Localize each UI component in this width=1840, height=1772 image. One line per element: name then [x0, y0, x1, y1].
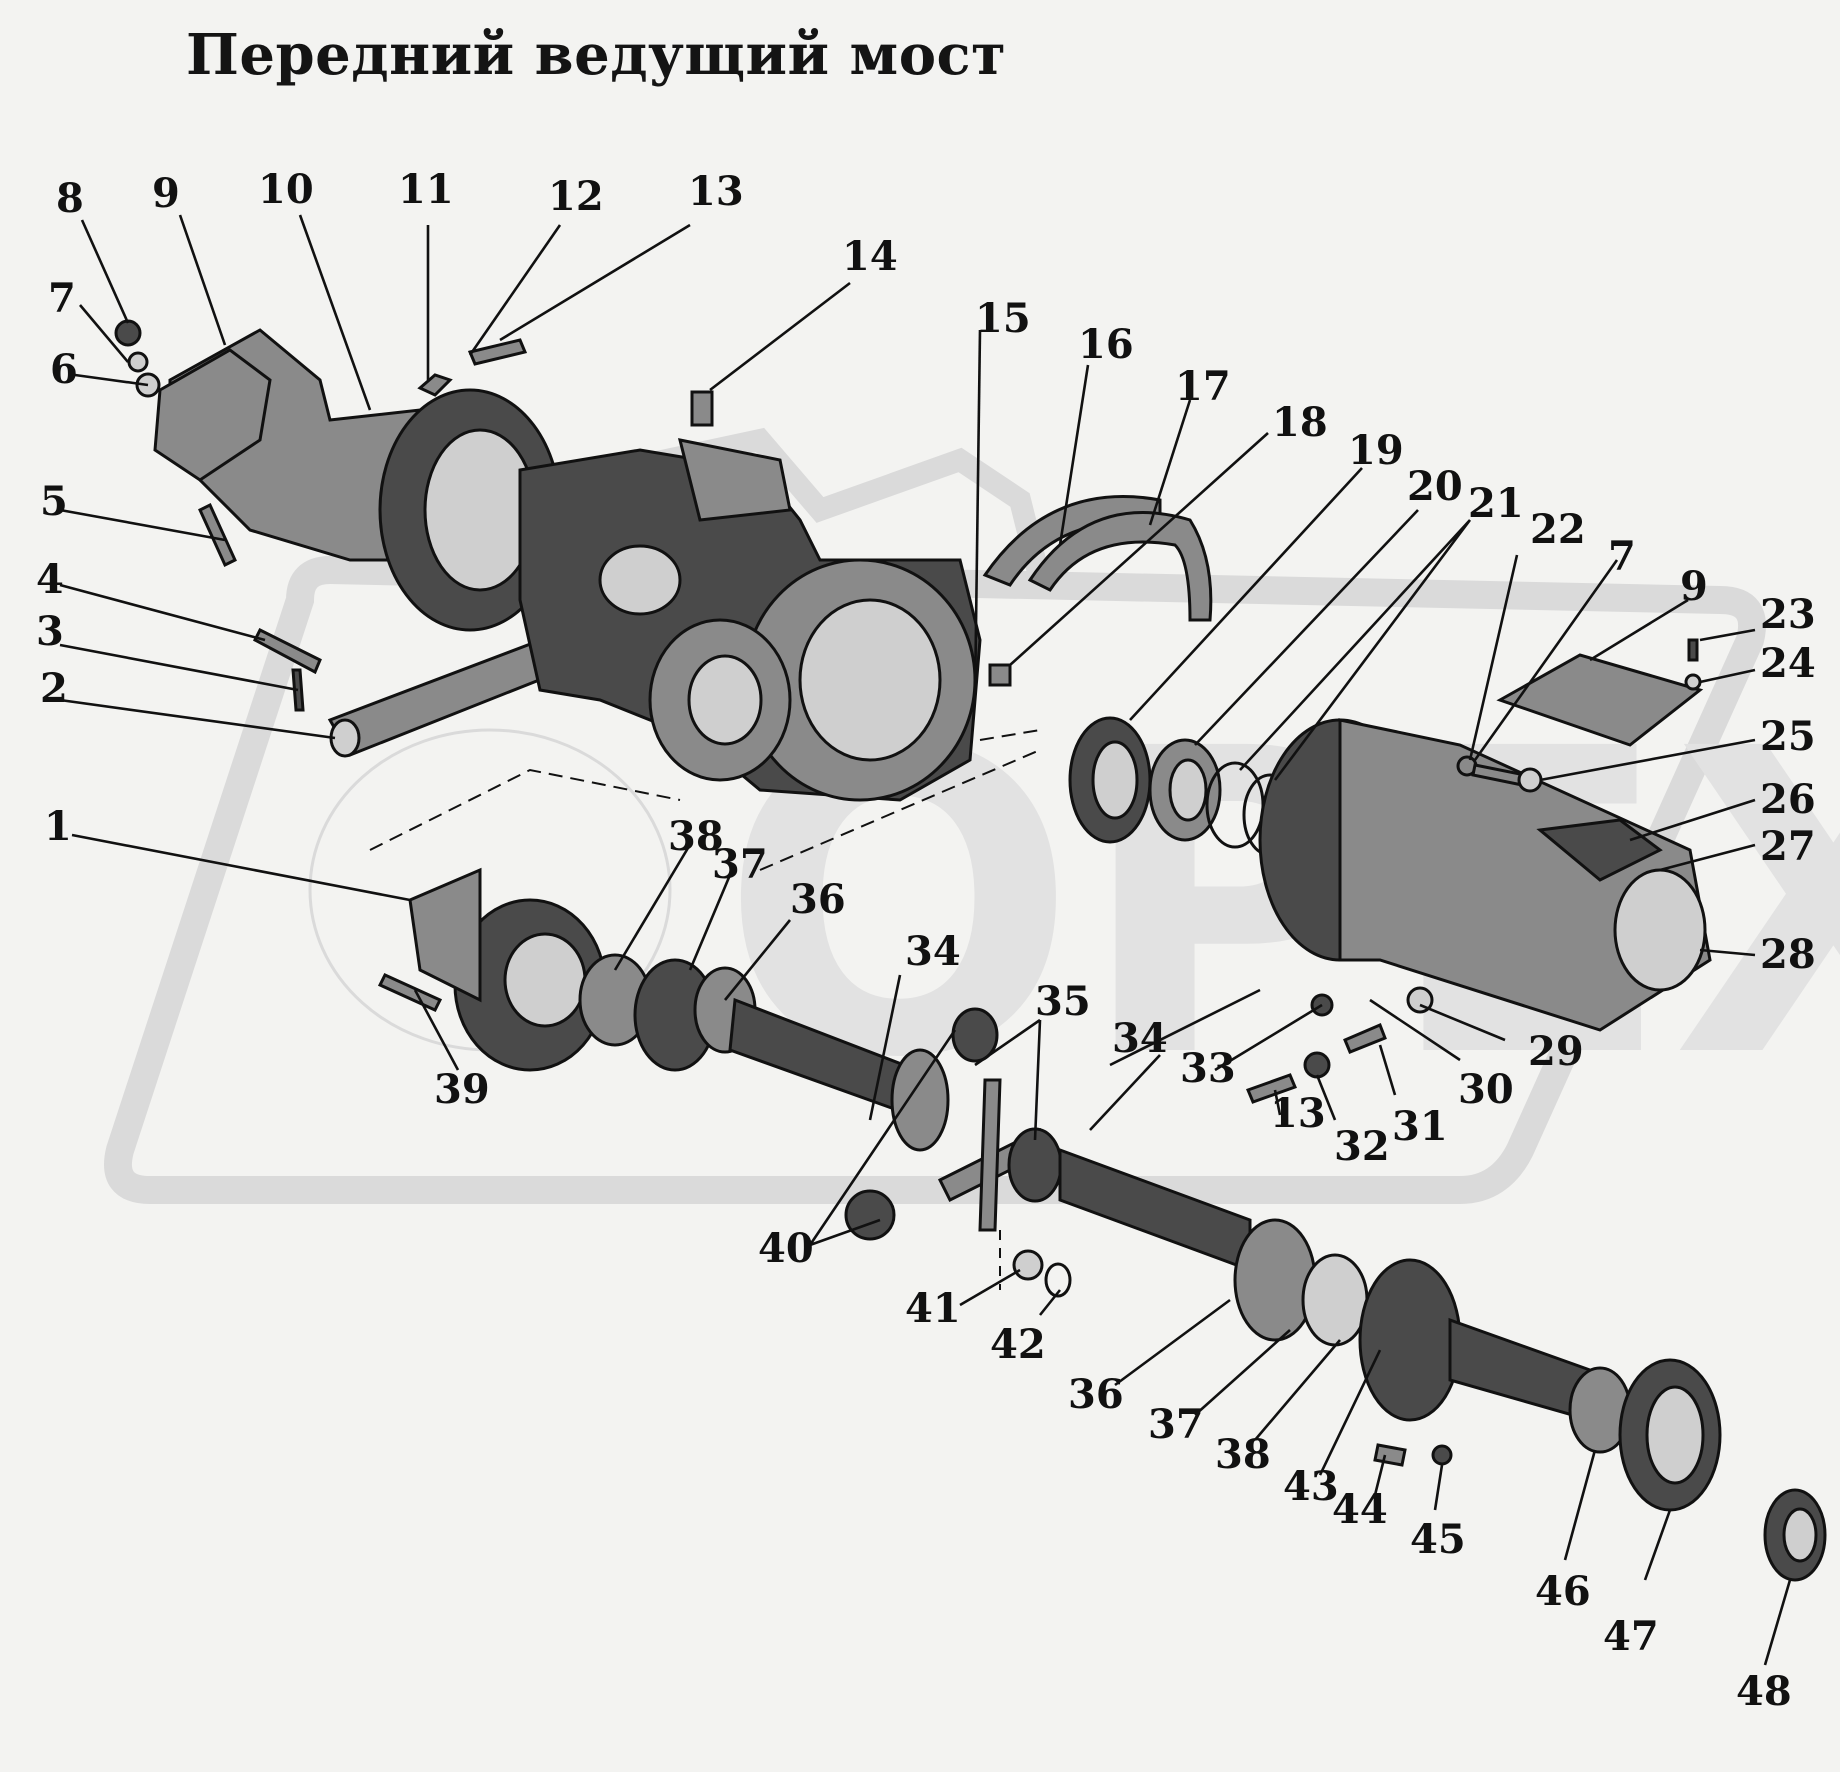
callout-13: 13: [688, 168, 744, 215]
callout-16: 16: [1078, 321, 1134, 368]
callout-19: 19: [1348, 427, 1404, 474]
left-axle-housing: [153, 328, 562, 632]
callout-12: 12: [548, 173, 604, 220]
callout-24: 24: [1760, 640, 1816, 687]
callout-39: 39: [434, 1066, 490, 1113]
callout-31: 31: [1392, 1103, 1448, 1150]
callout-28: 28: [1760, 931, 1816, 978]
callout-37-upper: 37: [712, 841, 768, 888]
callout-3: 3: [36, 608, 64, 655]
callout-6: 6: [50, 346, 78, 393]
right-axle-housing: [1258, 718, 1712, 1032]
callout-25: 25: [1760, 713, 1816, 760]
page-title: Передний ведущий мост: [186, 22, 1007, 88]
callout-38-lower: 38: [1215, 1431, 1271, 1478]
callout-43: 43: [1283, 1463, 1339, 1510]
callout-13-lower: 13: [1270, 1090, 1326, 1137]
callout-7-left: 7: [48, 275, 76, 322]
callout-44: 44: [1332, 1486, 1388, 1533]
callout-7-right: 7: [1608, 533, 1636, 580]
callout-41: 41: [905, 1285, 961, 1332]
assembly-axis-lines: [369, 729, 1041, 871]
callout-40: 40: [758, 1225, 814, 1272]
callout-22: 22: [1530, 506, 1586, 553]
callout-9-right: 9: [1680, 563, 1708, 610]
callout-2: 2: [40, 665, 68, 712]
callout-4: 4: [36, 556, 64, 603]
callout-34-upper: 34: [905, 928, 961, 975]
callout-labels: 8 9 10 11 12 13 14 15 16 17 18 19 20 21 …: [36, 166, 1816, 1715]
callout-48: 48: [1736, 1668, 1792, 1715]
callout-20: 20: [1407, 463, 1463, 510]
callout-17: 17: [1175, 363, 1231, 410]
right-cover-plate: [1496, 653, 1704, 747]
differential-spider: [844, 1007, 1072, 1298]
callout-10: 10: [258, 166, 314, 213]
callout-26: 26: [1760, 776, 1816, 823]
callout-38-upper: 38: [668, 813, 724, 860]
callout-1: 1: [44, 803, 72, 850]
right-half-shaft: [1058, 1147, 1827, 1582]
callout-47: 47: [1603, 1613, 1659, 1660]
callout-36-lower: 36: [1068, 1371, 1124, 1418]
callout-35: 35: [1035, 978, 1091, 1025]
callout-30: 30: [1458, 1066, 1514, 1113]
callout-29: 29: [1528, 1028, 1584, 1075]
callout-36-upper: 36: [790, 876, 846, 923]
central-main-housing: [518, 438, 982, 802]
bearing-and-seal-rings: [1068, 716, 1298, 857]
callout-32: 32: [1334, 1123, 1390, 1170]
callout-11: 11: [398, 166, 454, 213]
fasteners: [114, 319, 1702, 1467]
callout-14: 14: [842, 233, 898, 280]
callout-18: 18: [1272, 399, 1328, 446]
half-ring-shims: [982, 495, 1213, 622]
leader-lines: [59, 214, 1792, 1666]
callout-21: 21: [1468, 480, 1524, 527]
callout-23: 23: [1760, 591, 1816, 638]
callout-34-lower: 34: [1112, 1015, 1168, 1062]
callout-8: 8: [56, 175, 84, 222]
callout-45: 45: [1410, 1516, 1466, 1563]
callout-27: 27: [1760, 823, 1816, 870]
callout-33: 33: [1180, 1045, 1236, 1092]
callout-15: 15: [975, 295, 1031, 342]
callout-9: 9: [152, 170, 180, 217]
left-half-shaft: [578, 953, 950, 1152]
callout-46: 46: [1535, 1568, 1591, 1615]
callout-42: 42: [990, 1321, 1046, 1368]
callout-5: 5: [40, 478, 68, 525]
differential-housing: [408, 867, 607, 1072]
callout-37-lower: 37: [1148, 1401, 1204, 1448]
